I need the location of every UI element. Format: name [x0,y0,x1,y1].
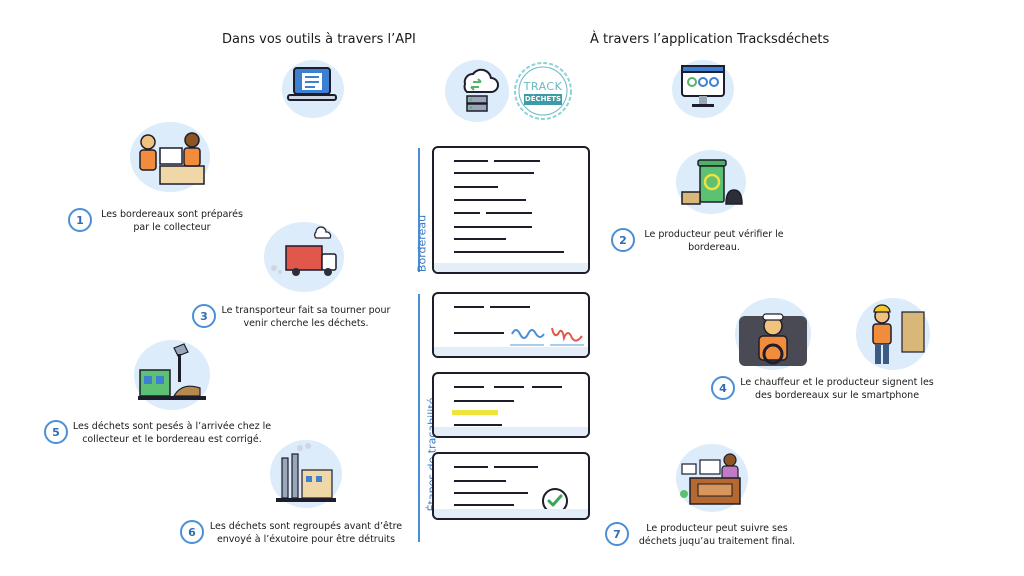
monitor-app-icon [672,60,734,118]
recycling-bin-icon [676,150,746,214]
step-number-6: 6 [180,520,204,544]
step-number-7: 7 [605,522,629,546]
doc-line [454,306,484,308]
step-number-3: 3 [192,304,216,328]
doc-footer [434,427,588,436]
doc-line [454,424,502,426]
step-number-4: 4 [711,376,735,400]
doc-line [454,504,514,506]
doc-footer [434,509,588,518]
doc-line [454,492,528,494]
doc-line [454,332,504,334]
doc-line [494,160,540,162]
doc-line [532,386,562,388]
worker-icon [856,298,930,370]
doc-line [454,226,532,228]
doc-line [486,212,532,214]
final-document [432,452,590,520]
factory-icon [270,440,342,508]
step-text-7: Le producteur peut suivre ses déchets ju… [638,523,796,547]
step-text-2: Le producteur peut vérifier le bordereau… [644,229,784,253]
doc-line [454,199,526,201]
cloud-server-icon [445,60,509,122]
signature-underline [550,344,584,346]
bordereau-bar [418,148,420,272]
doc-line [454,400,514,402]
weighing-document [432,372,590,438]
doc-line [454,212,480,214]
signature-underline [510,344,544,346]
highlight-mark [452,410,498,415]
doc-line [454,238,506,240]
etapes-bar [418,294,420,542]
doc-line [454,251,564,253]
producer-desk-icon [676,444,748,512]
doc-line [454,386,484,388]
doc-line [454,172,534,174]
signature-blue-icon [511,329,545,339]
header-app: À travers l’application Tracksdéchets [590,32,830,47]
doc-line [454,466,488,468]
step-text-1: Les bordereaux sont préparés par le coll… [101,209,243,233]
logo-text-track: TRACK [523,80,563,93]
trackdechets-logo: TRACK DÉCHETS [512,60,574,122]
signature-document [432,292,590,358]
step-number-1: 1 [68,208,92,232]
laptop-api-icon [282,60,344,118]
step-text-3: Le transporteur fait sa tourner pour ven… [221,305,391,329]
doc-line [454,480,506,482]
doc-footer [434,263,588,272]
doc-footer [434,347,588,356]
doc-line [454,186,498,188]
step-text-5: Les déchets sont pesés à l’arrivée chez … [72,421,272,445]
step-text-4: Le chauffeur et le producteur signent le… [740,377,934,401]
sorting-center-icon [134,340,210,410]
collector-people-icon [130,122,210,192]
bordereau-label: Bordereau [415,214,429,273]
step-number-2: 2 [611,228,635,252]
truck-icon [264,222,344,292]
doc-line [494,386,524,388]
step-number-5: 5 [44,420,68,444]
bordereau-document [432,146,590,274]
doc-line [454,160,488,162]
logo-text-dechets: DÉCHETS [524,94,562,105]
doc-line [490,306,530,308]
signature-red-icon [551,327,583,342]
driver-icon [735,298,811,370]
header-api: Dans vos outils à travers l’API [222,32,416,47]
step-text-6: Les déchets sont regroupés avant d’être … [209,521,403,545]
check-icon [542,488,568,514]
doc-line [494,466,538,468]
